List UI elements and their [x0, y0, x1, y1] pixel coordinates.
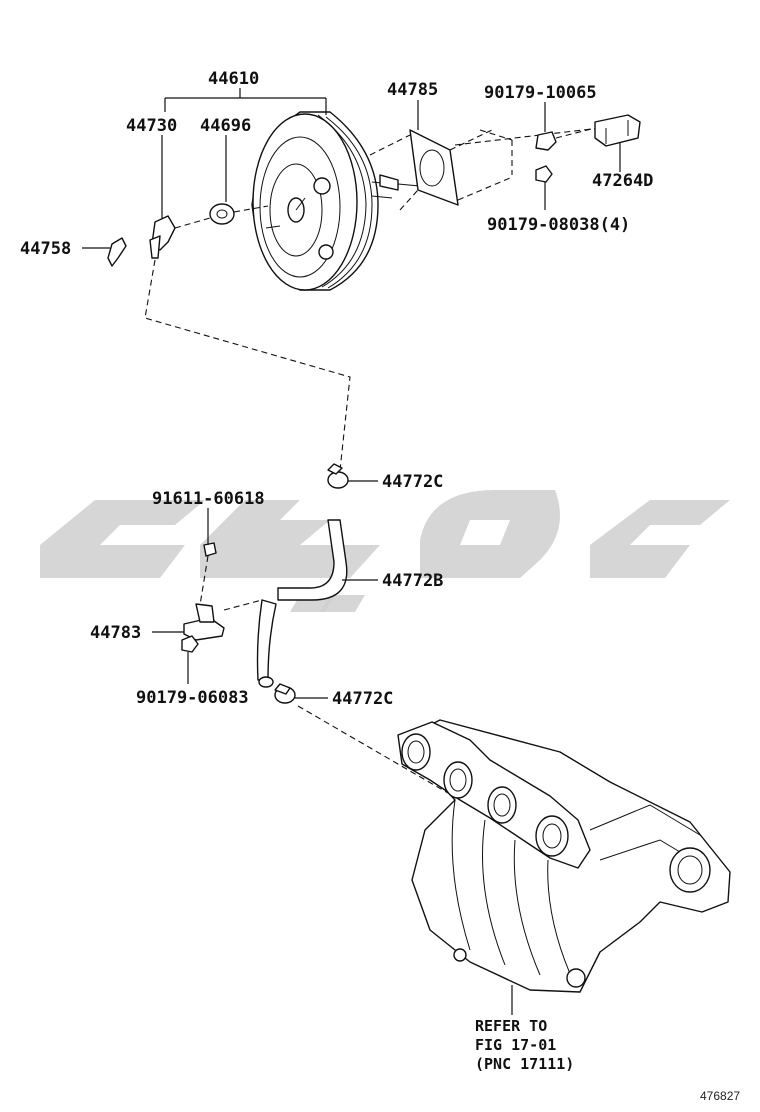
label-44785: 44785 [387, 80, 438, 100]
clamp-44772c-bottom [274, 683, 296, 704]
nut-90179-08038 [535, 165, 553, 183]
grommet-44696 [209, 203, 235, 225]
watermark-logo [40, 490, 730, 612]
clamp-44772c-top [327, 463, 349, 489]
label-44772c-top: 44772C [382, 472, 443, 492]
note-line-1: REFER TO [475, 1017, 547, 1035]
label-90179-06083: 90179-06083 [136, 688, 249, 708]
label-47264d: 47264D [592, 171, 653, 191]
note-line-2: FIG 17-01 [475, 1036, 556, 1054]
nut-90179-10065 [535, 127, 596, 151]
label-44610: 44610 [208, 69, 259, 89]
bolt-91611-60618 [199, 542, 217, 606]
label-90179-08038: 90179-08038(4) [487, 215, 630, 235]
clevis-47264d [594, 114, 641, 147]
label-44772c-bottom: 44772C [332, 689, 393, 709]
note-line-3: (PNC 17111) [475, 1055, 574, 1073]
label-44696: 44696 [200, 116, 251, 136]
check-valve-44730 [149, 215, 176, 259]
gasket [369, 127, 601, 211]
intake-manifold [397, 719, 731, 993]
label-44783: 44783 [90, 623, 141, 643]
bracket-44783 [183, 599, 263, 641]
label-91611-60618: 91611-60618 [152, 489, 265, 509]
figure-id: 476827 [700, 1089, 740, 1103]
label-44730: 44730 [126, 116, 177, 136]
clip-44758 [107, 237, 127, 267]
leader-lines [82, 88, 621, 1015]
brake-booster [251, 111, 421, 291]
label-90179-10065: 90179-10065 [484, 83, 597, 103]
nut-90179-06083 [181, 635, 199, 653]
label-44772b: 44772B [382, 571, 443, 591]
label-44758: 44758 [20, 239, 71, 259]
hose-44772b [256, 519, 348, 688]
